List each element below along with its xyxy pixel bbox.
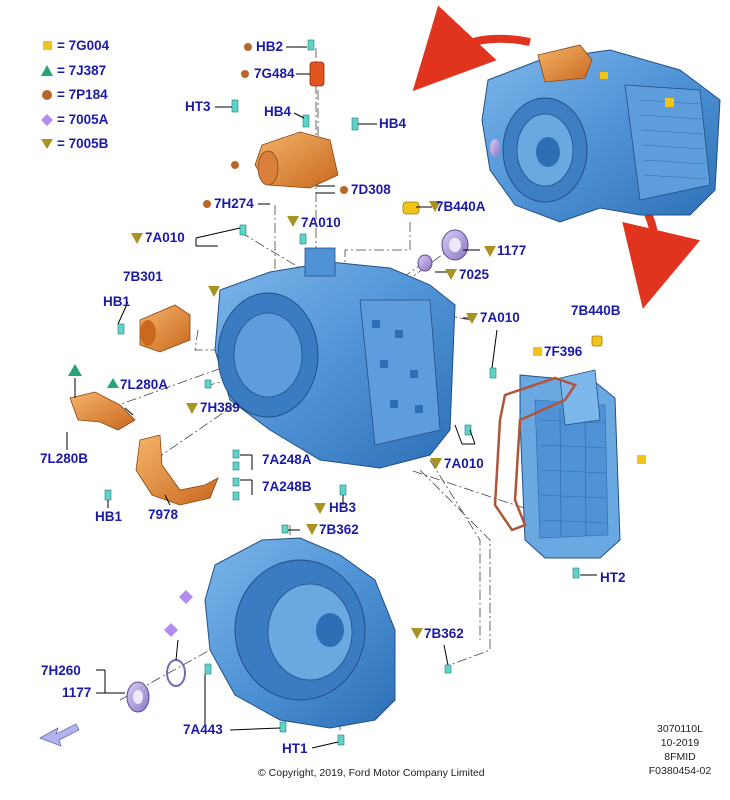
label-hb3: HB3 (329, 500, 357, 515)
legend-code: 7P184 (68, 87, 108, 102)
reference-line-1: 3070110L (657, 723, 703, 735)
label-ht1: HT1 (282, 741, 308, 756)
label-7978: 7978 (148, 507, 179, 522)
label-7h389: 7H389 (200, 400, 240, 415)
label-7l280a: 7L280A (120, 377, 169, 392)
label-7h274: 7H274 (214, 196, 254, 211)
reference-line-4: F0380454-02 (648, 765, 712, 777)
legend-7005b: = 7005B (57, 136, 109, 151)
pan-gasket (493, 376, 577, 532)
label-7a010-c: 7A010 (480, 310, 520, 325)
filter-7b301 (139, 304, 191, 353)
legend-7p184: = 7P184 (57, 87, 108, 102)
reference-line-2: 10-2019 (660, 737, 700, 749)
label-7a010-a: 7A010 (301, 215, 341, 230)
label-7a248b: 7A248B (262, 479, 312, 494)
legend-symbols (41, 41, 53, 149)
legend-code: 7J387 (68, 63, 107, 78)
diagram-symbols (68, 43, 646, 639)
label-1177-b: 1177 (62, 685, 92, 700)
label-7b440b: 7B440B (571, 303, 621, 318)
label-1177-a: 1177 (497, 243, 527, 258)
legend-code: 7G004 (68, 38, 110, 53)
seals (126, 201, 603, 713)
legend-code: 7005B (68, 136, 109, 151)
label-7a010-d: 7A010 (444, 456, 484, 471)
bell-housing (204, 537, 396, 729)
label-hb1-b: HB1 (95, 509, 123, 524)
label-hb2: HB2 (256, 39, 284, 54)
assembled-transmission-inset (481, 44, 721, 223)
label-7b440a: 7B440A (436, 199, 486, 214)
label-7l280b: 7L280B (40, 451, 89, 466)
legend-7005a: = 7005A (57, 112, 109, 127)
legend-7g004: = 7G004 (57, 38, 110, 53)
bolts (104, 39, 580, 746)
label-7h260: 7H260 (41, 663, 81, 678)
label-7a248a: 7A248A (262, 452, 312, 467)
legend-code: 7005A (68, 112, 109, 127)
label-7b301: 7B301 (123, 269, 163, 284)
label-7b362-a: 7B362 (319, 522, 359, 537)
reference-line-3: 8FMID (664, 751, 696, 763)
callout-lines (66, 46, 597, 749)
legend-7j387: = 7J387 (57, 63, 107, 78)
label-7a443: 7A443 (183, 722, 223, 737)
label-ht3: HT3 (185, 99, 211, 114)
oil-pan (519, 369, 621, 559)
label-hb4-b: HB4 (379, 116, 407, 131)
label-hb1-a: HB1 (103, 294, 131, 309)
label-hb4-a: HB4 (264, 104, 292, 119)
actuator-assembly (254, 61, 339, 189)
label-7025: 7025 (459, 267, 490, 282)
copyright-text: © Copyright, 2019, Ford Motor Company Li… (258, 767, 485, 779)
transmission-case (214, 247, 456, 469)
shield-7978 (135, 434, 219, 506)
bracket-7l280a (69, 391, 136, 431)
label-7f396: 7F396 (544, 344, 583, 359)
label-7g484: 7G484 (254, 66, 295, 81)
label-ht2: HT2 (600, 570, 626, 585)
label-7a010-b: 7A010 (145, 230, 185, 245)
direction-arrow (39, 723, 80, 747)
label-7d308: 7D308 (351, 182, 391, 197)
label-7b362-b: 7B362 (424, 626, 464, 641)
reference-block: 3070110L 10-2019 8FMID F0380454-02 (640, 722, 720, 778)
